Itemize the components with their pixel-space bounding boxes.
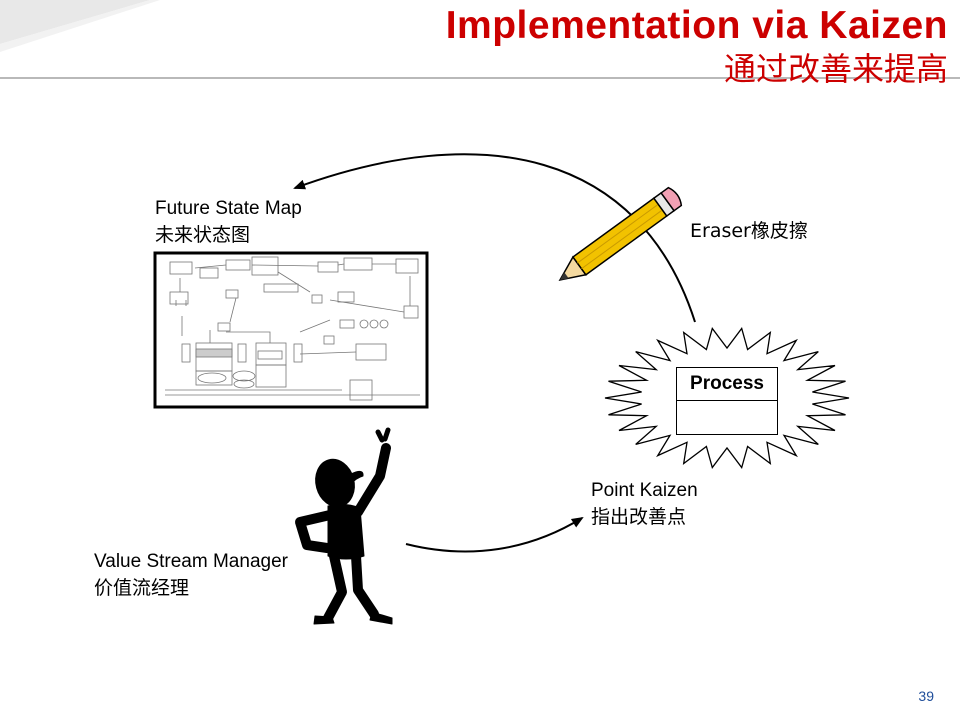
- future-state-label-en: Future State Map: [155, 198, 302, 219]
- pencil-icon: [558, 186, 683, 282]
- stick-figure-icon: [295, 427, 393, 625]
- arrow-to-future-state: [293, 153, 696, 323]
- slide-title: Implementation via Kaizen: [445, 4, 948, 47]
- point-kaizen-label: Point Kaizen 指出改善点: [591, 478, 698, 530]
- process-box: Process: [676, 367, 778, 435]
- header-decoration: [0, 0, 960, 79]
- future-state-map-thumbnail: [153, 251, 429, 409]
- page-number: 39: [918, 688, 934, 704]
- point-kaizen-label-zh: 指出改善点: [591, 506, 687, 528]
- point-kaizen-label-en: Point Kaizen: [591, 480, 698, 501]
- future-state-label-zh: 未来状态图: [155, 224, 251, 246]
- future-state-label: Future State Map 未来状态图: [155, 196, 302, 248]
- vsm-label-zh: 价值流经理: [94, 577, 190, 599]
- arrow-to-point-kaizen: [405, 516, 584, 553]
- process-label: Process: [677, 368, 777, 401]
- slide-title-chinese: 通过改善来提高: [723, 50, 948, 88]
- vsm-label-en: Value Stream Manager: [94, 551, 288, 572]
- eraser-label-text: Eraser橡皮擦: [690, 220, 808, 242]
- eraser-label: Eraser橡皮擦: [690, 218, 808, 245]
- value-stream-manager-label: Value Stream Manager 价值流经理: [94, 549, 288, 601]
